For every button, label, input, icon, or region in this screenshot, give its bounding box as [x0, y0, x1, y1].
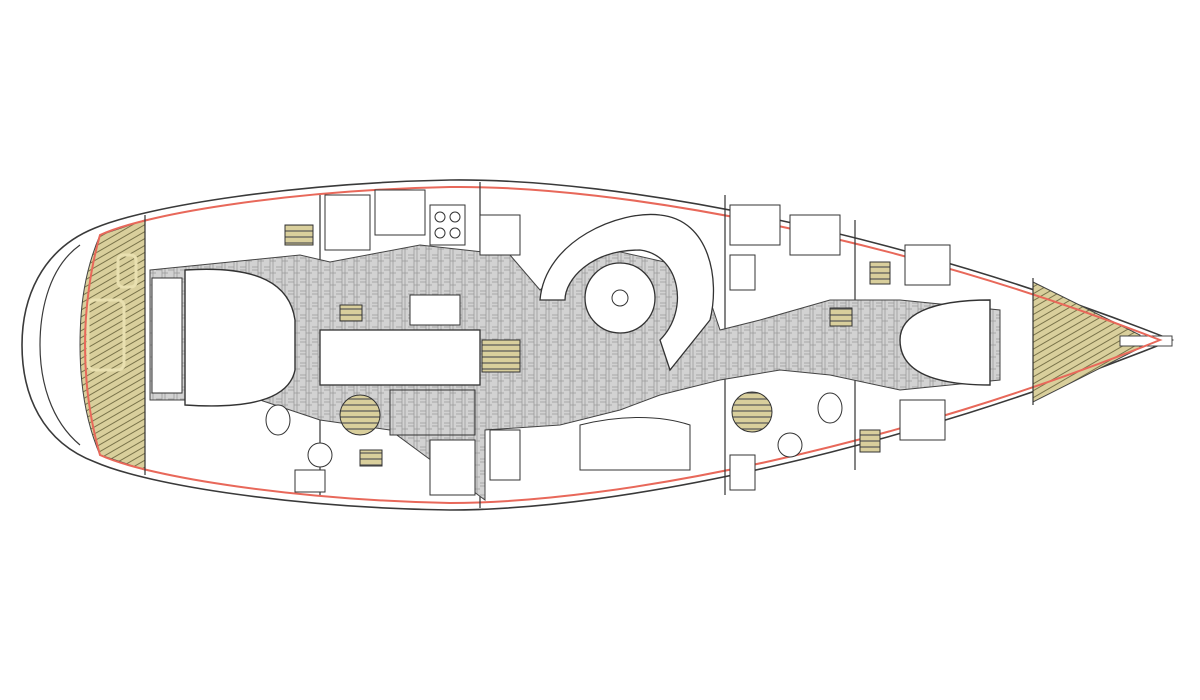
forward-berth: [899, 299, 991, 386]
galley-counter: [319, 329, 481, 386]
galley-stove: [429, 204, 466, 246]
hanging-lockers: [284, 224, 891, 467]
aft-teak-deck: [79, 219, 146, 471]
cabinetry: [294, 189, 951, 496]
forward-basin: [777, 432, 803, 458]
starboard-settee: [579, 417, 691, 471]
galley-sink: [409, 294, 461, 326]
aft-shower: [339, 394, 381, 436]
forward-shower: [731, 391, 773, 433]
aft-hatch: [86, 298, 126, 372]
companionway-steps: [481, 339, 521, 373]
bowsprit: [1119, 335, 1173, 347]
aft-locker: [116, 253, 138, 289]
aft-basin: [307, 442, 333, 468]
forward-toilet: [817, 392, 843, 424]
table-pedestal: [611, 289, 629, 307]
sheer-line: [83, 185, 1163, 505]
saloon-settee: [539, 213, 715, 372]
aft-berth: [184, 268, 296, 407]
stern-rail: [39, 244, 81, 446]
aft-berth-pillows: [151, 277, 183, 394]
stove-burners: [434, 211, 461, 239]
aft-toilet: [265, 404, 291, 436]
